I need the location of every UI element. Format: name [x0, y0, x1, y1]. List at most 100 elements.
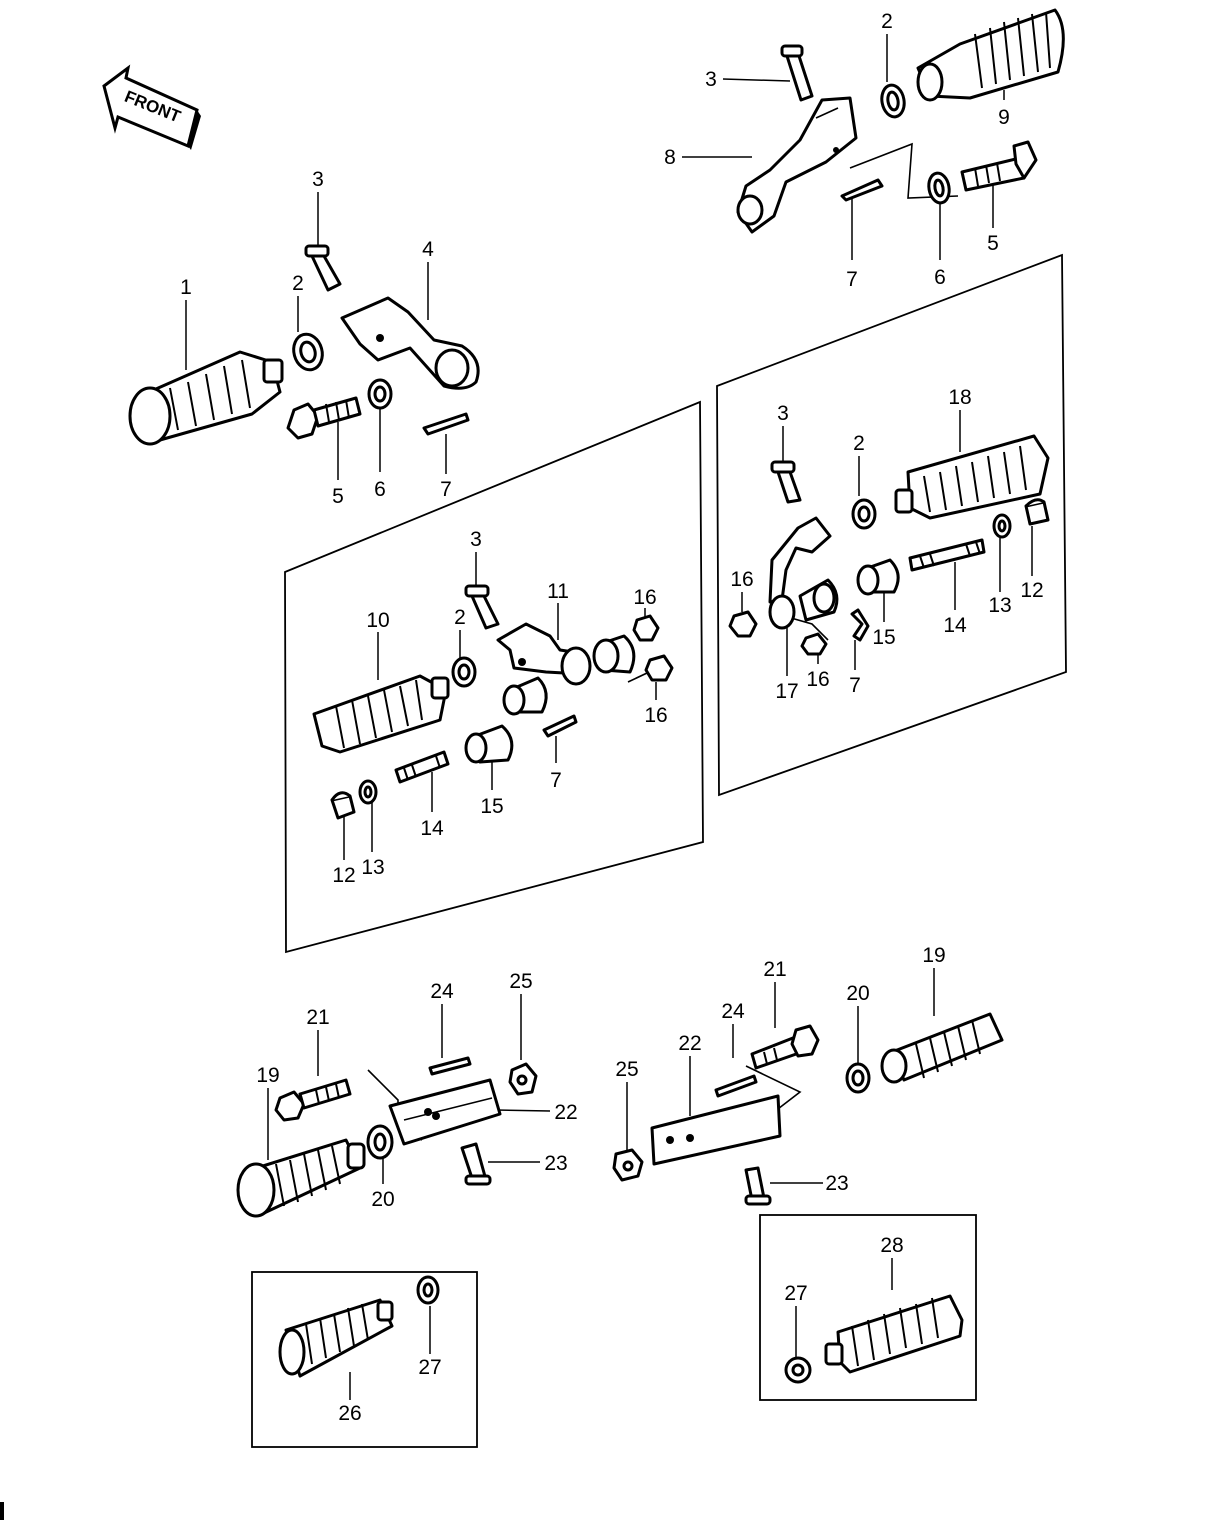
callout-labels: 3 2 9 8 7 6 5 3 4 1 2 5 6 7 3 11 16 10 2…: [180, 10, 1044, 1425]
footpeg-1: [128, 350, 284, 446]
nut-25: [612, 1148, 644, 1182]
callout-label: 2: [853, 432, 865, 455]
footpeg-18: [894, 434, 1050, 520]
leader-lines: [185, 34, 1033, 1400]
callout-label: 23: [544, 1152, 567, 1175]
callout-label: 6: [374, 478, 386, 501]
callout-label: 8: [664, 146, 676, 169]
callout-label: 14: [420, 817, 444, 840]
page-edge-mark: [0, 1502, 4, 1520]
cotter-pin-7: [840, 178, 884, 202]
collar-15: [502, 676, 548, 716]
front-arrow-icon: FRONT: [102, 64, 201, 150]
clevis-pin-3: [464, 584, 500, 630]
footpeg-19: [880, 1012, 1004, 1084]
cotter-pin-7: [542, 714, 578, 738]
callout-label: 6: [934, 266, 946, 289]
washer-2: [292, 332, 324, 372]
callout-label: 18: [948, 386, 971, 409]
callout-label: 16: [806, 668, 829, 691]
footpeg-bracket-17: [768, 516, 839, 630]
washer-2: [880, 83, 906, 119]
callout-label: 12: [332, 864, 355, 887]
callout-label: 7: [849, 674, 861, 697]
callout-label: 2: [881, 10, 893, 33]
variant-box-footpeg-28: [759, 1214, 977, 1401]
callout-label: 22: [678, 1032, 701, 1055]
callout-label: 26: [338, 1402, 361, 1425]
callout-label: 5: [332, 485, 344, 508]
clevis-pin-3: [780, 44, 814, 102]
washer-20: [366, 1124, 394, 1160]
callout-label: 25: [615, 1058, 638, 1081]
washer-27: [784, 1356, 812, 1384]
callout-label: 21: [763, 958, 786, 981]
cotter-pin-24: [714, 1074, 758, 1098]
callout-label: 7: [440, 478, 452, 501]
callout-label: 1: [180, 276, 192, 299]
footpeg-bracket-8: [736, 96, 858, 234]
callout-label: 4: [422, 238, 434, 261]
nut-16: [632, 614, 660, 642]
collar-11-pair: [560, 634, 636, 686]
callout-label: 9: [998, 106, 1010, 129]
nut-16: [728, 610, 758, 638]
callout-label: 21: [306, 1006, 329, 1029]
nut-25: [508, 1062, 538, 1096]
variant-box-rear-left: [284, 400, 704, 954]
callout-label: 13: [361, 856, 384, 879]
callout-label: 3: [312, 168, 324, 191]
callout-label: 3: [705, 68, 717, 91]
clevis-pin-3: [770, 460, 802, 504]
footpeg-26: [278, 1298, 394, 1378]
callout-label: 25: [509, 970, 532, 993]
callout-label: 27: [418, 1356, 441, 1379]
bracket-22: [388, 1078, 502, 1146]
callout-label: 23: [825, 1172, 848, 1195]
washer-6: [367, 378, 393, 410]
callout-label: 16: [730, 568, 753, 591]
callout-label: 27: [784, 1282, 807, 1305]
footpeg-28: [824, 1294, 964, 1374]
cotter-pin-7: [850, 608, 870, 642]
variant-box-rear-right: [716, 253, 1067, 797]
callout-label: 24: [430, 980, 454, 1003]
variant-box-footpeg-26: [251, 1271, 478, 1448]
callout-label: 17: [775, 680, 798, 703]
washer-13: [358, 779, 378, 805]
callout-label: 3: [777, 402, 789, 425]
collar-15: [856, 558, 900, 596]
callout-label: 16: [644, 704, 667, 727]
callout-label: 15: [480, 795, 503, 818]
callout-label: 11: [547, 580, 569, 603]
callout-label: 20: [371, 1188, 394, 1211]
nut-16: [644, 654, 674, 682]
washer-2: [451, 656, 477, 688]
bolt-5: [960, 140, 1038, 192]
callout-label: 13: [988, 594, 1011, 617]
footpeg-9: [916, 8, 1065, 102]
washer-6: [927, 171, 951, 205]
pivot-pin-14: [908, 538, 986, 572]
callout-label: 24: [721, 1000, 745, 1023]
callout-label: 3: [470, 528, 482, 551]
washer-13: [992, 513, 1012, 539]
callout-label: 5: [987, 232, 999, 255]
cotter-pin-24: [428, 1056, 472, 1076]
footpeg-19: [236, 1138, 366, 1218]
bolt-21: [750, 1024, 820, 1070]
clevis-pin-23: [744, 1166, 772, 1206]
callout-label: 15: [872, 626, 895, 649]
callout-label: 14: [943, 614, 967, 637]
washer-2: [851, 498, 877, 530]
callout-label: 20: [846, 982, 869, 1005]
callout-label: 7: [550, 769, 562, 792]
callout-label: 2: [292, 272, 304, 295]
bolt-5: [286, 396, 362, 440]
callout-label: 2: [454, 606, 466, 629]
callout-label: 7: [846, 268, 858, 291]
nut-16: [800, 632, 828, 656]
cap-nut-12: [1024, 498, 1050, 526]
cap-nut-12: [330, 791, 356, 820]
